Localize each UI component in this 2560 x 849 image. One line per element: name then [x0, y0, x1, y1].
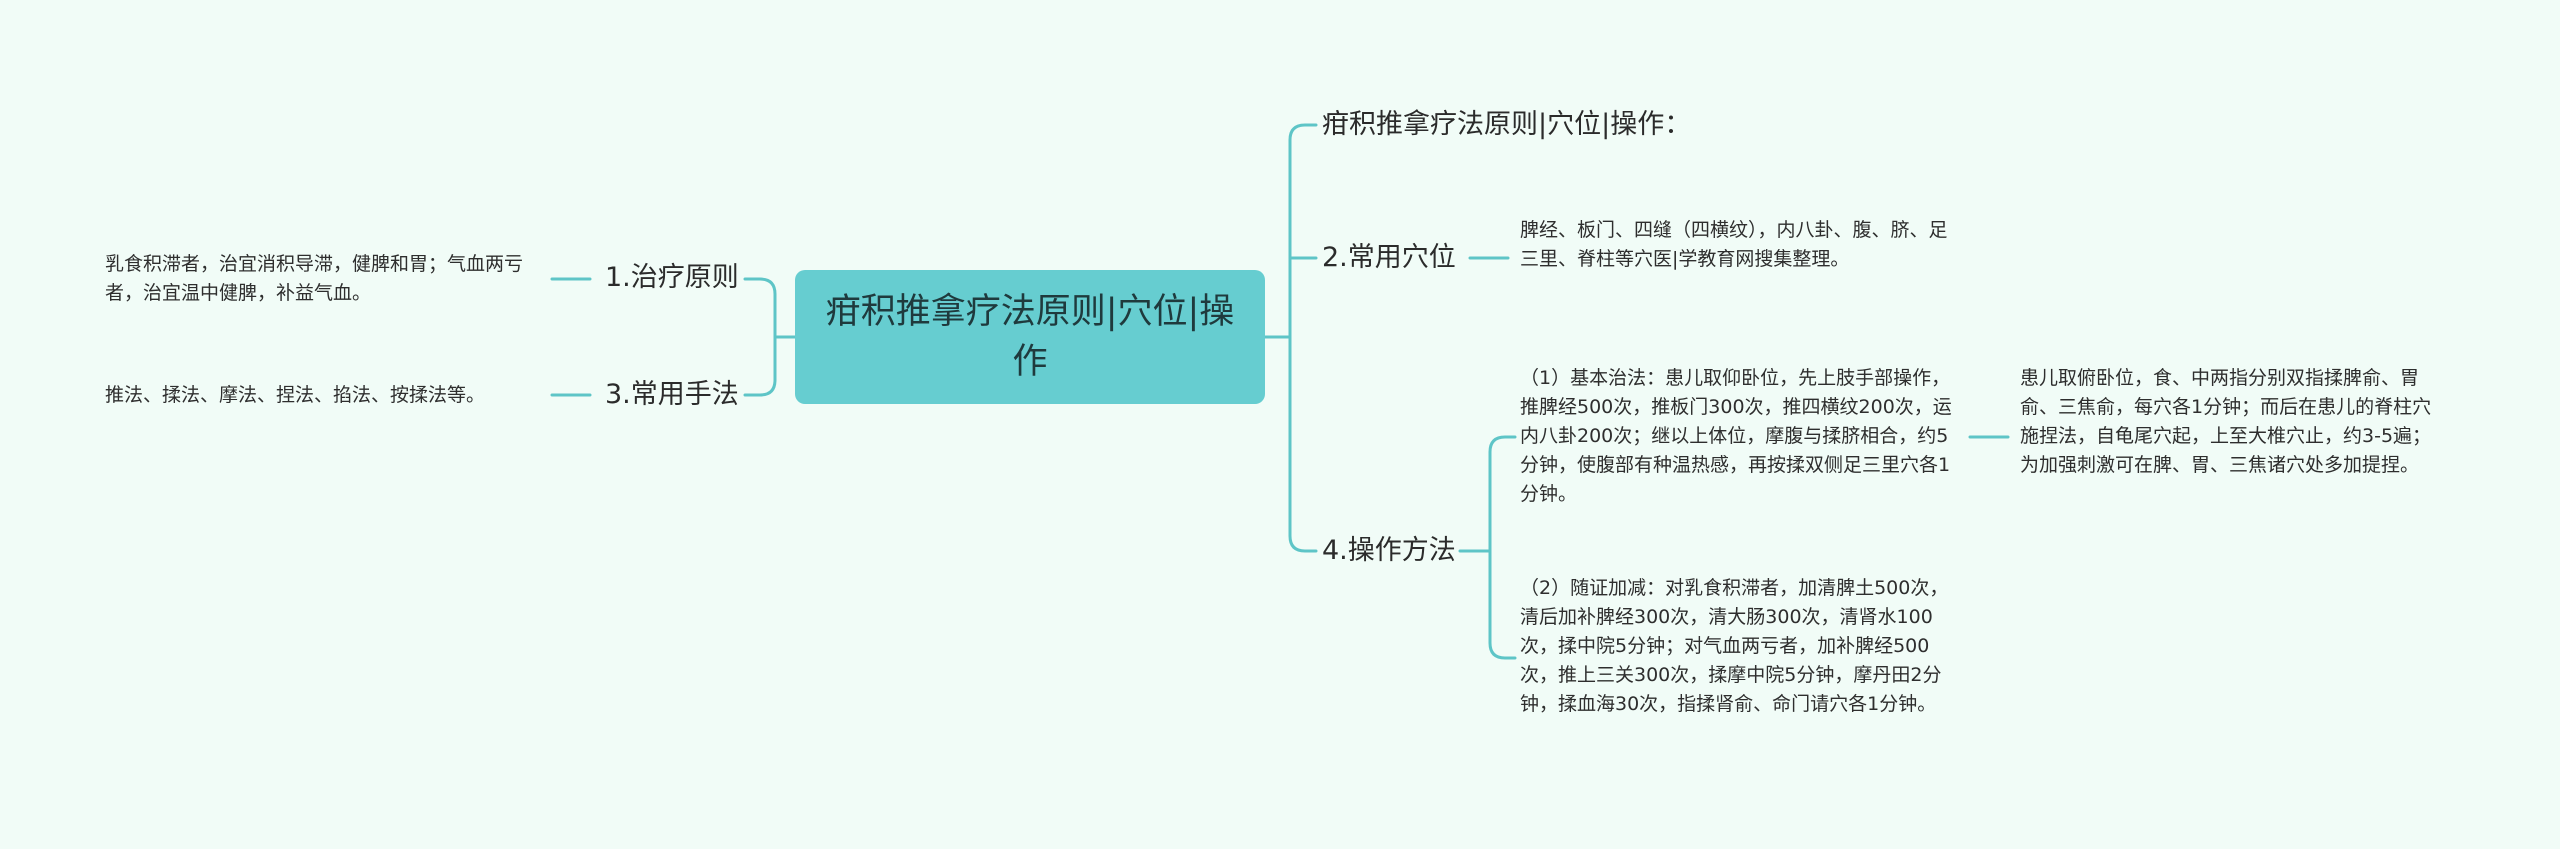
- root-topic[interactable]: 疳积推拿疗法原则|穴位|操作: [795, 270, 1265, 404]
- branch-intro[interactable]: 疳积推拿疗法原则|穴位|操作：: [1322, 106, 1691, 144]
- common-points-detail[interactable]: 脾经、板门、四缝（四横纹），内八卦、腹、脐、足三里、脊柱等穴医|学教育网搜集整理…: [1520, 216, 1950, 274]
- connector-left-b1: [743, 277, 777, 339]
- connector-left-b3: [743, 335, 777, 397]
- branch-treatment-principle[interactable]: 1.治疗原则: [605, 259, 739, 297]
- common-techniques-detail[interactable]: 推法、揉法、摩法、捏法、掐法、按揉法等。: [105, 381, 545, 410]
- connector-b4-adjust: [1488, 549, 1517, 660]
- branch-operation[interactable]: 4.操作方法: [1322, 532, 1456, 570]
- operation-basic-text: （1）基本治法：患儿取仰卧位，先上肢手部操作，推脾经500次，推板门300次，推…: [1520, 367, 1952, 505]
- branch-common-techniques[interactable]: 3.常用手法: [605, 376, 739, 414]
- branch-common-points-label: 2.常用穴位: [1322, 242, 1456, 273]
- connector-right-b4: [1288, 335, 1318, 553]
- branch-intro-label: 疳积推拿疗法原则|穴位|操作：: [1322, 109, 1692, 140]
- treatment-principle-detail[interactable]: 乳食积滞者，治宜消积导滞，健脾和胃；气血两亏者，治宜温中健脾，补益气血。: [105, 250, 545, 308]
- root-topic-label: 疳积推拿疗法原则|穴位|操作: [825, 292, 1235, 382]
- branch-operation-label: 4.操作方法: [1322, 535, 1456, 566]
- branch-common-points[interactable]: 2.常用穴位: [1322, 239, 1456, 277]
- operation-basic[interactable]: （1）基本治法：患儿取仰卧位，先上肢手部操作，推脾经500次，推板门300次，推…: [1520, 364, 1960, 509]
- connector-right-b0: [1288, 123, 1318, 339]
- common-points-detail-text: 脾经、板门、四缝（四横纹），内八卦、腹、脐、足三里、脊柱等穴医|学教育网搜集整理…: [1520, 219, 1948, 270]
- operation-basic-detail-text: 患儿取俯卧位，食、中两指分别双指揉脾俞、胃俞、三焦俞，每穴各1分钟；而后在患儿的…: [2020, 367, 2432, 476]
- branch-common-techniques-label: 3.常用手法: [605, 379, 739, 410]
- operation-basic-detail[interactable]: 患儿取俯卧位，食、中两指分别双指揉脾俞、胃俞、三焦俞，每穴各1分钟；而后在患儿的…: [2020, 364, 2440, 480]
- branch-treatment-principle-label: 1.治疗原则: [605, 262, 739, 293]
- connector-b4-basic: [1488, 435, 1517, 553]
- operation-adjust-text: （2）随证加减：对乳食积滞者，加清脾土500次，清后加补脾经300次，清大肠30…: [1520, 577, 1949, 715]
- common-techniques-detail-text: 推法、揉法、摩法、捏法、掐法、按揉法等。: [105, 384, 486, 406]
- treatment-principle-detail-text: 乳食积滞者，治宜消积导滞，健脾和胃；气血两亏者，治宜温中健脾，补益气血。: [105, 253, 524, 304]
- operation-adjust[interactable]: （2）随证加减：对乳食积滞者，加清脾土500次，清后加补脾经300次，清大肠30…: [1520, 574, 1960, 719]
